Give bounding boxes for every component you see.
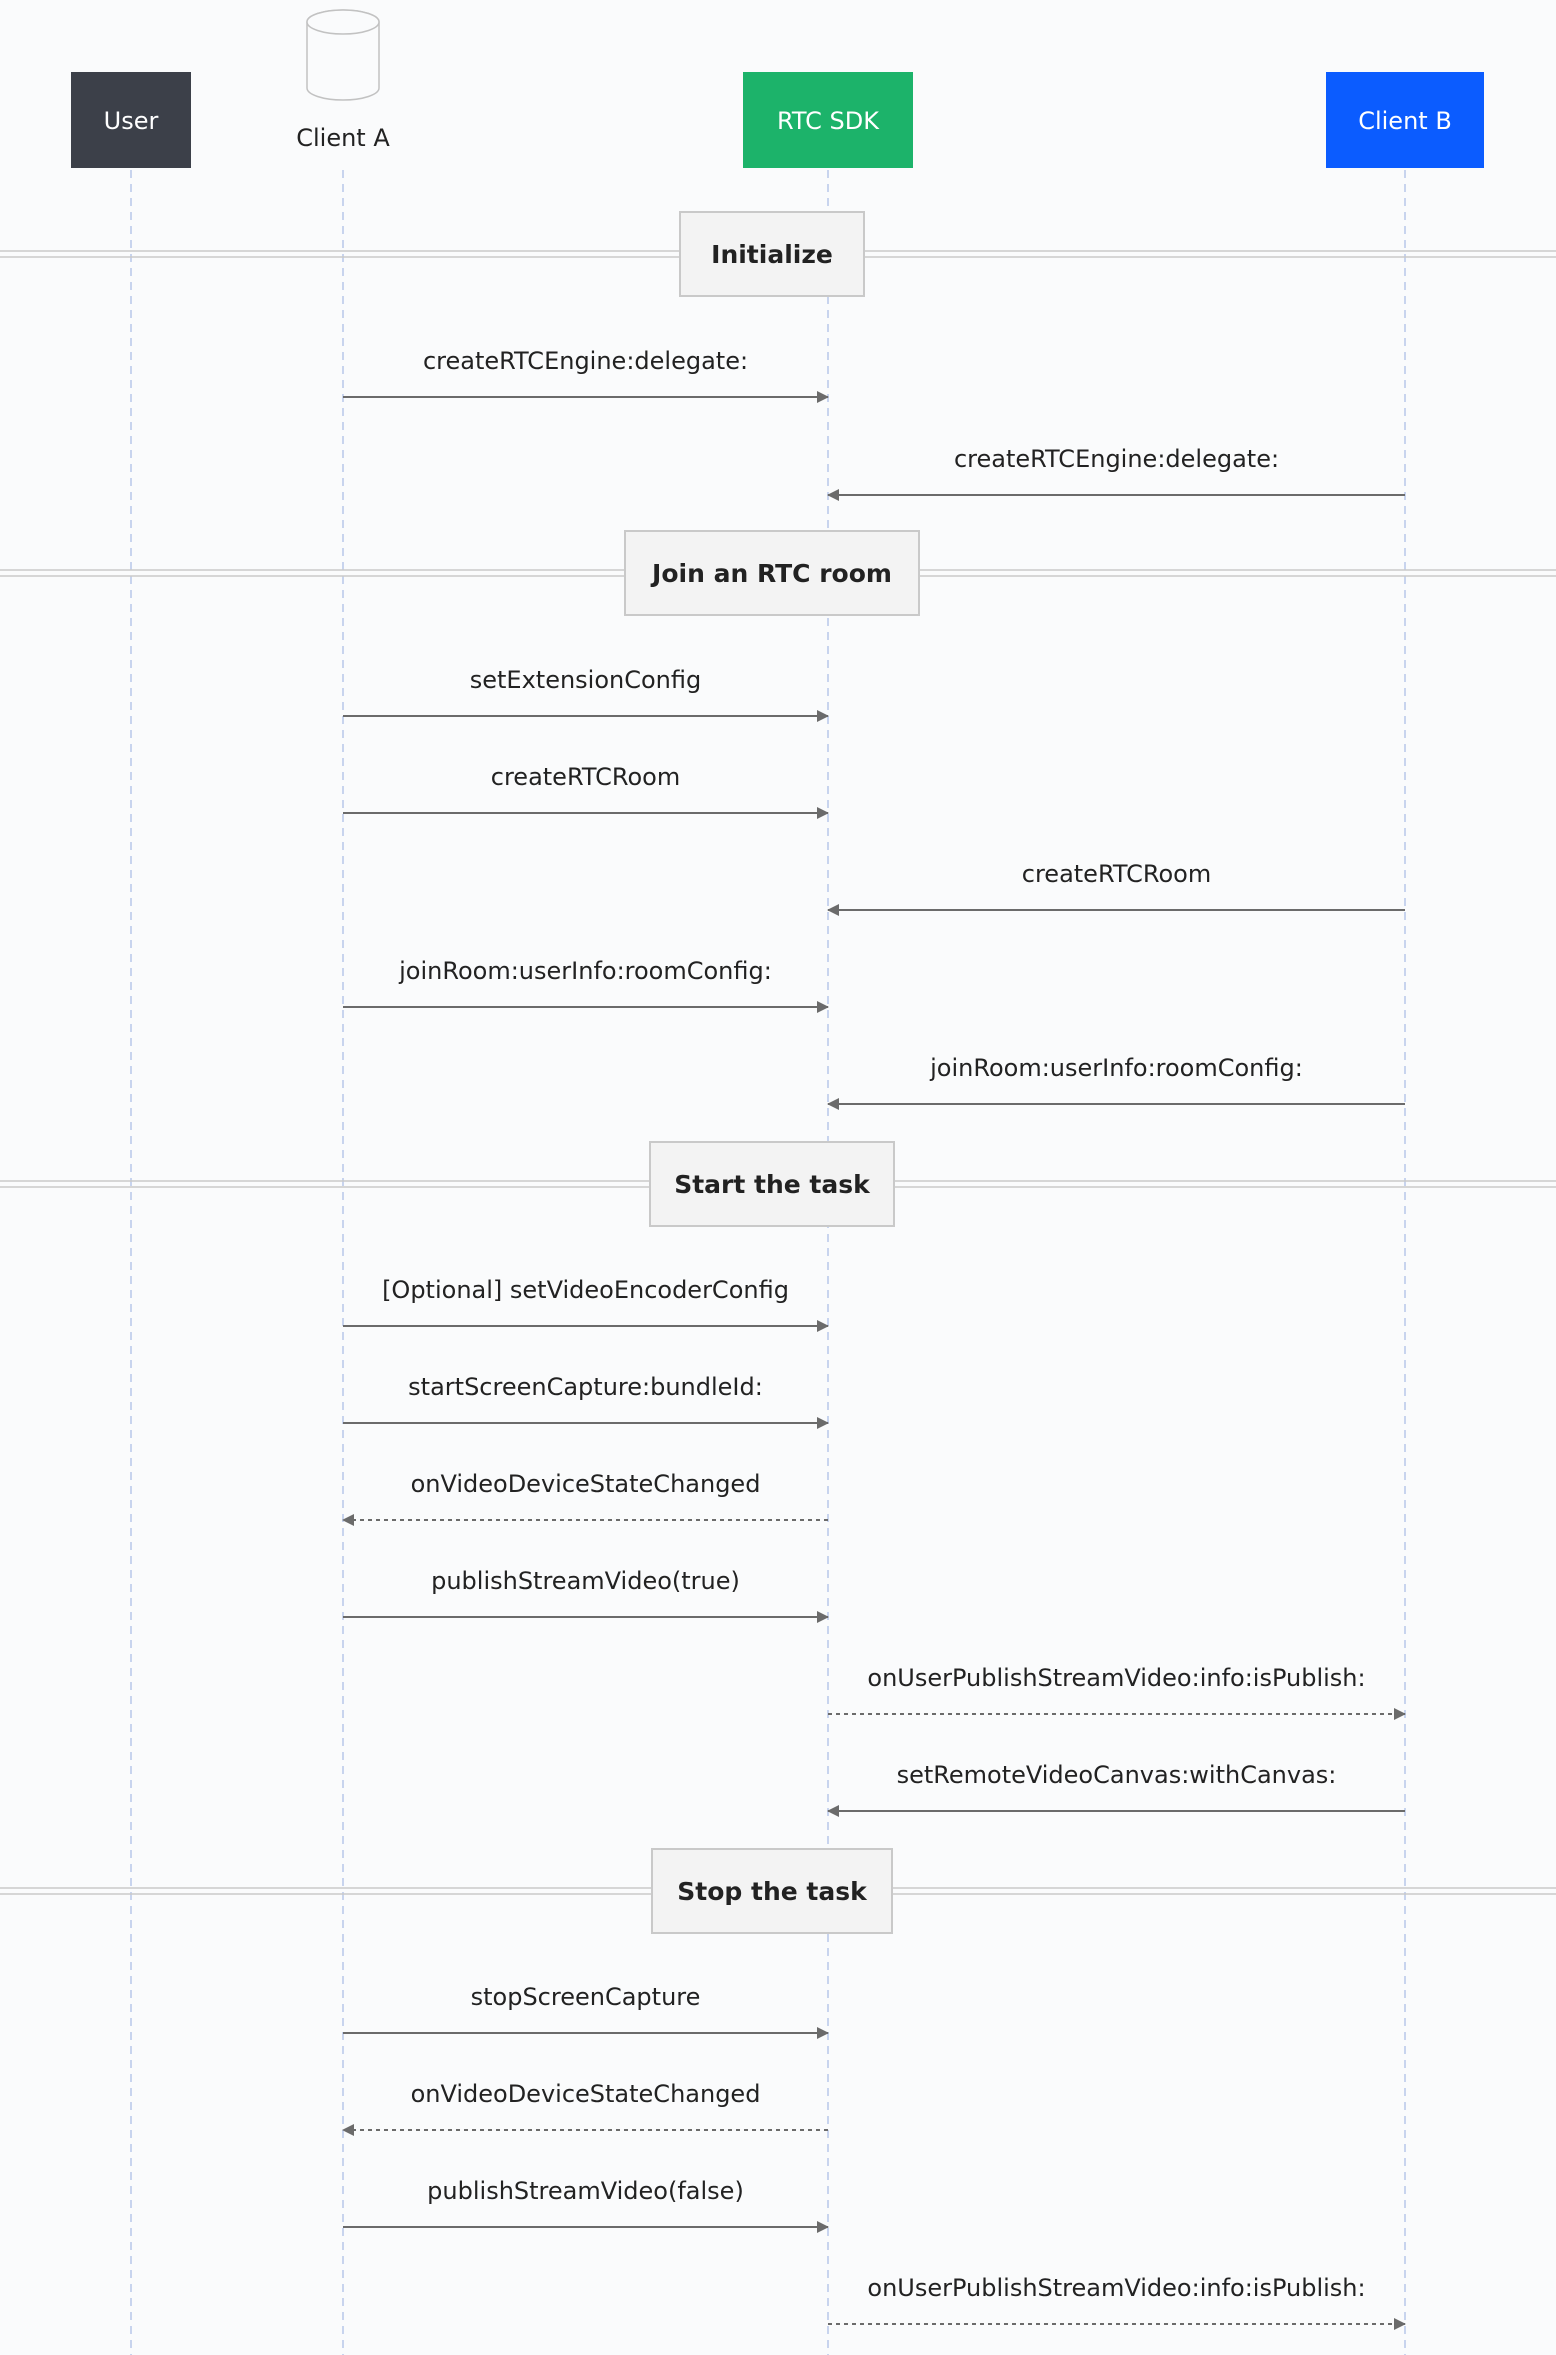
message: createRTCRoom <box>827 860 1405 916</box>
message: onVideoDeviceStateChanged <box>342 2080 828 2136</box>
message-label: onVideoDeviceStateChanged <box>411 1470 761 1498</box>
participant-label: Client A <box>296 124 390 152</box>
message-label: setExtensionConfig <box>470 666 702 694</box>
section-divider: Initialize <box>0 211 1556 297</box>
message-label: joinRoom:userInfo:roomConfig: <box>398 957 772 985</box>
section-label: Start the task <box>674 1170 871 1199</box>
section-box <box>651 1848 893 1934</box>
section-divider: Start the task <box>0 1141 1556 1227</box>
participant-box <box>71 72 191 168</box>
participant-sdk: RTC SDK <box>743 72 913 168</box>
message-label: createRTCRoom <box>1022 860 1211 888</box>
message-label: publishStreamVideo(false) <box>427 2177 744 2205</box>
message: publishStreamVideo(false) <box>343 2177 829 2233</box>
message-label: startScreenCapture:bundleId: <box>408 1373 763 1401</box>
section-label: Initialize <box>711 240 833 269</box>
message-label: stopScreenCapture <box>471 1983 701 2011</box>
participant-user: User <box>71 72 191 168</box>
message-label: onVideoDeviceStateChanged <box>411 2080 761 2108</box>
message: [Optional] setVideoEncoderConfig <box>343 1276 829 1332</box>
message: onVideoDeviceStateChanged <box>342 1470 828 1526</box>
message: onUserPublishStreamVideo:info:isPublish: <box>828 1664 1406 1720</box>
message-label: joinRoom:userInfo:roomConfig: <box>929 1054 1303 1082</box>
section-divider: Stop the task <box>0 1848 1556 1934</box>
message: createRTCEngine:delegate: <box>827 445 1405 501</box>
message: createRTCEngine:delegate: <box>343 347 829 403</box>
section-box <box>679 211 865 297</box>
participant-label: User <box>104 107 159 135</box>
message-label: [Optional] setVideoEncoderConfig <box>382 1276 789 1304</box>
message-label: setRemoteVideoCanvas:withCanvas: <box>897 1761 1337 1789</box>
participant-clientB: Client B <box>1326 72 1484 168</box>
section-label: Stop the task <box>677 1877 868 1906</box>
message-label: publishStreamVideo(true) <box>431 1567 740 1595</box>
section-box <box>624 530 920 616</box>
message-label: createRTCEngine:delegate: <box>954 445 1279 473</box>
message-label: createRTCEngine:delegate: <box>423 347 748 375</box>
message: joinRoom:userInfo:roomConfig: <box>343 957 829 1013</box>
participant-box <box>1326 72 1484 168</box>
message: setExtensionConfig <box>343 666 829 722</box>
message: onUserPublishStreamVideo:info:isPublish: <box>828 2274 1406 2330</box>
message: stopScreenCapture <box>343 1983 829 2039</box>
message: publishStreamVideo(true) <box>343 1567 829 1623</box>
section-box <box>649 1141 895 1227</box>
section-divider: Join an RTC room <box>0 530 1556 616</box>
message: setRemoteVideoCanvas:withCanvas: <box>827 1761 1405 1817</box>
participant-clientA: Client A <box>296 9 390 152</box>
participant-box <box>743 72 913 168</box>
message-label: onUserPublishStreamVideo:info:isPublish: <box>867 1664 1365 1692</box>
message: createRTCRoom <box>343 763 829 819</box>
participant-label: Client B <box>1358 107 1452 135</box>
message-label: createRTCRoom <box>491 763 680 791</box>
database-icon-top <box>306 9 380 35</box>
message-label: onUserPublishStreamVideo:info:isPublish: <box>867 2274 1365 2302</box>
message: startScreenCapture:bundleId: <box>343 1373 829 1429</box>
message: joinRoom:userInfo:roomConfig: <box>827 1054 1405 1110</box>
section-label: Join an RTC room <box>650 559 892 588</box>
participant-label: RTC SDK <box>777 107 880 135</box>
